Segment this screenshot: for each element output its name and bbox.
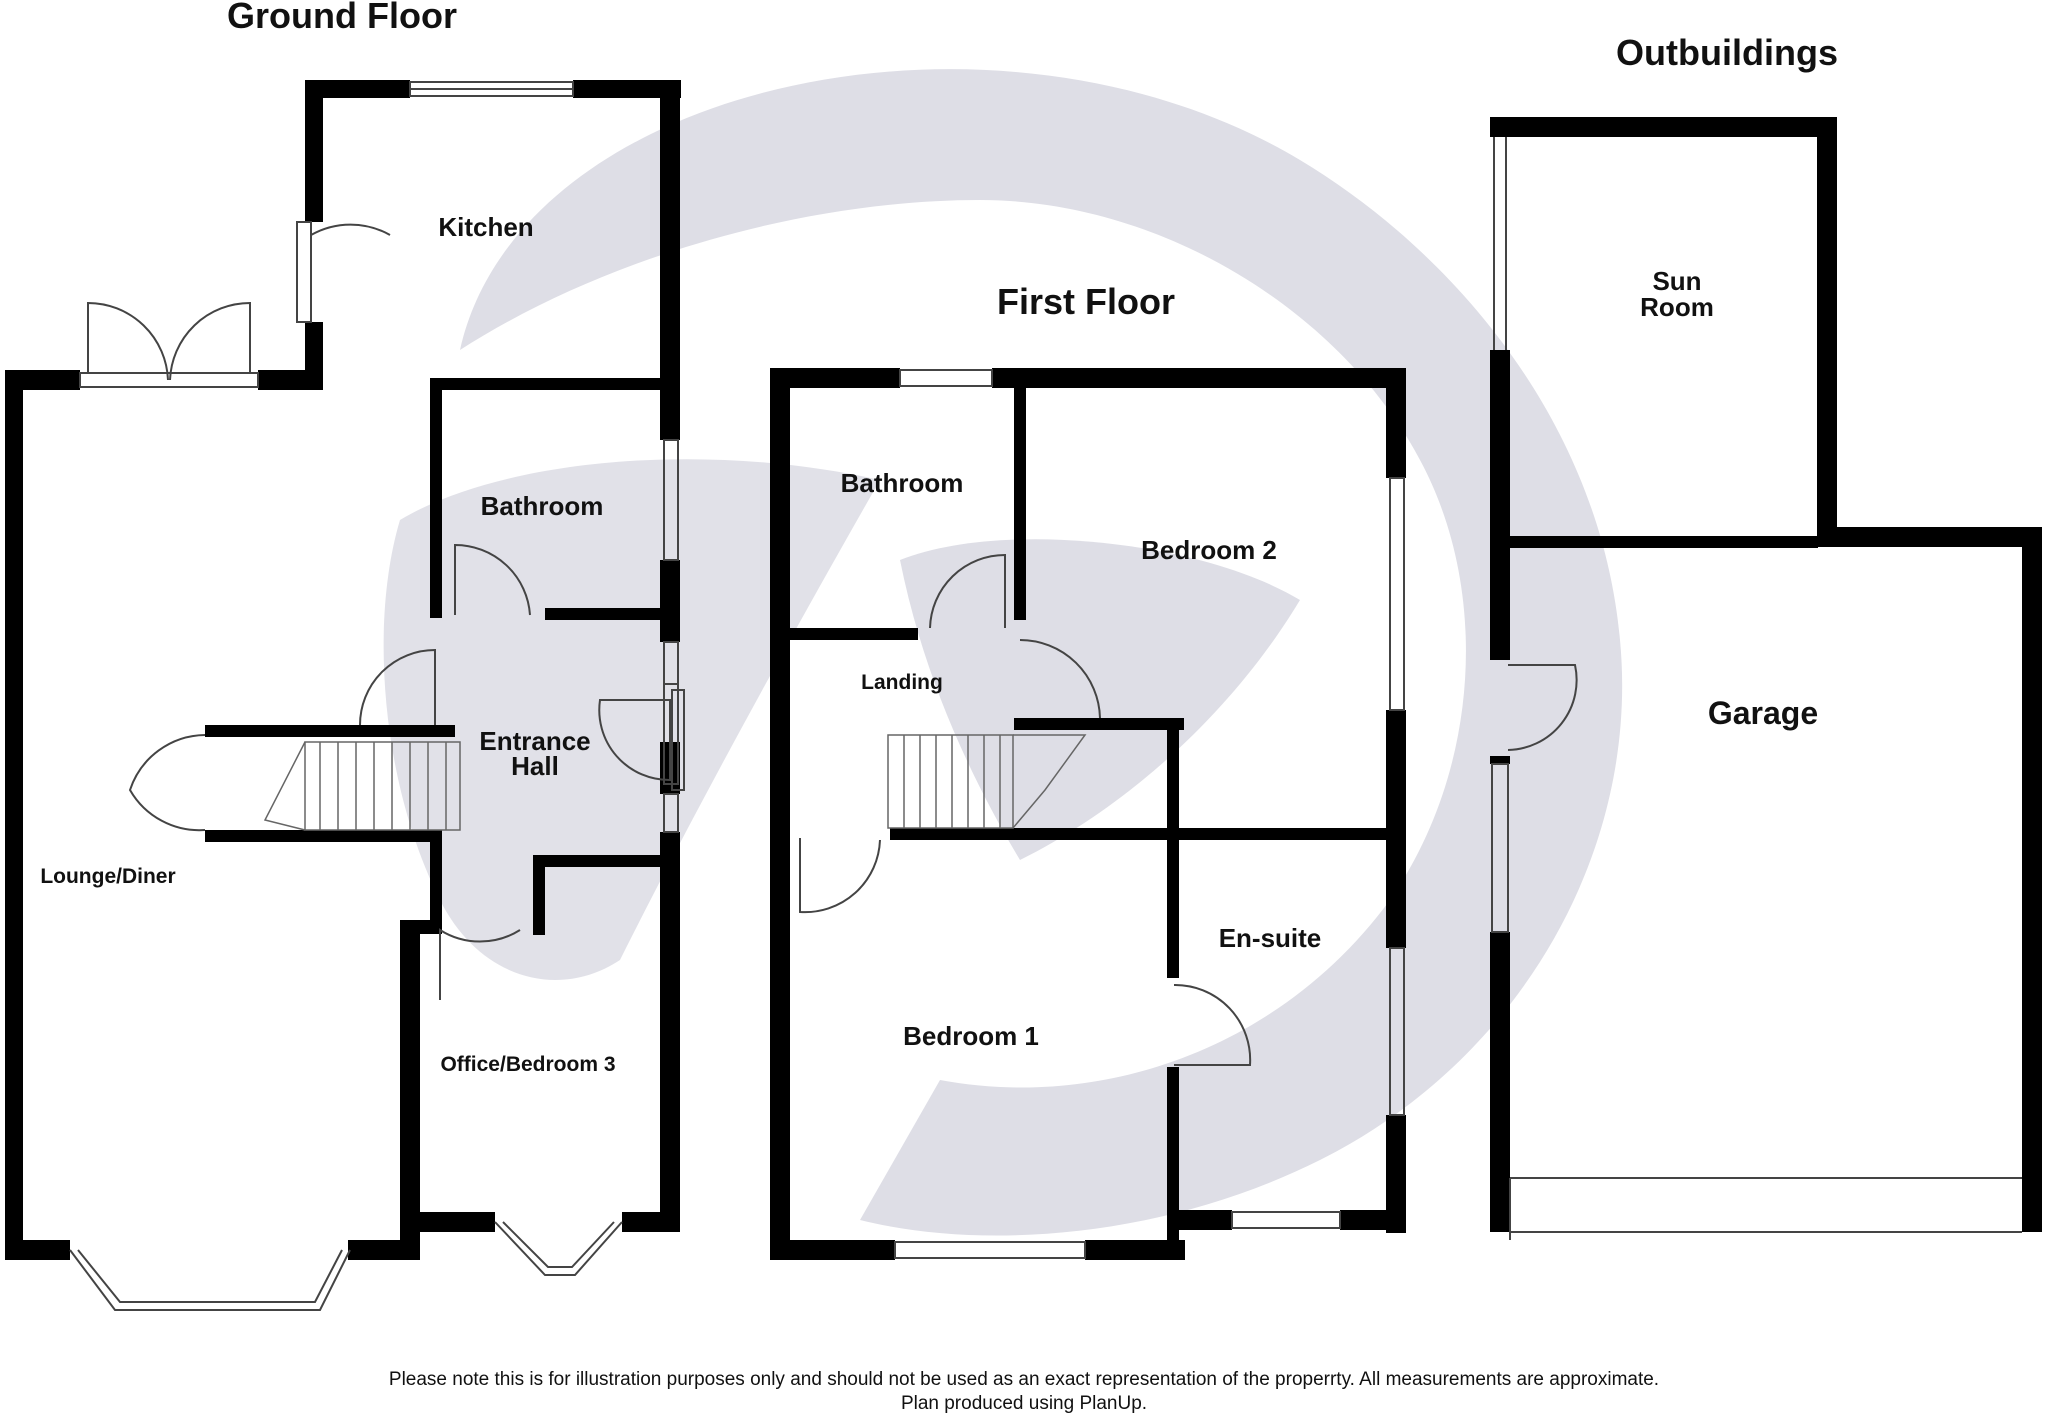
first-floor-fixtures bbox=[799, 369, 1405, 1259]
ground-floor-walls bbox=[5, 80, 681, 1260]
garage-label: Garage bbox=[1708, 695, 1818, 731]
kitchen-label: Kitchen bbox=[438, 212, 533, 242]
ground-floor-title: Ground Floor bbox=[227, 0, 457, 36]
bedroom1-label: Bedroom 1 bbox=[903, 1021, 1039, 1051]
credit-text: Plan produced using PlanUp. bbox=[901, 1393, 1147, 1414]
first-bathroom-label: Bathroom bbox=[841, 468, 964, 498]
bedroom2-label: Bedroom 2 bbox=[1141, 535, 1277, 565]
office-bedroom3-label: Office/Bedroom 3 bbox=[440, 1053, 615, 1076]
first-floor-walls bbox=[770, 368, 1406, 1260]
entrance-hall-label-line1: Entrance bbox=[479, 726, 590, 756]
first-floor-title: First Floor bbox=[997, 281, 1175, 322]
sun-room-label-line1: Sun bbox=[1652, 266, 1701, 296]
disclaimer-text: Please note this is for illustration pur… bbox=[389, 1369, 1659, 1390]
ground-floor-fixtures bbox=[69, 81, 685, 1311]
sun-room-label-line2: Room bbox=[1640, 292, 1714, 322]
outbuildings-walls bbox=[1490, 117, 2042, 1232]
landing-label: Landing bbox=[861, 671, 943, 694]
entrance-hall-label-line2: Hall bbox=[511, 751, 559, 781]
outbuildings-title: Outbuildings bbox=[1616, 32, 1838, 73]
ground-bathroom-label: Bathroom bbox=[481, 491, 604, 521]
ensuite-label: En-suite bbox=[1219, 923, 1322, 953]
lounge-diner-label: Lounge/Diner bbox=[40, 865, 175, 888]
outbuildings-fixtures bbox=[1491, 137, 2022, 1240]
